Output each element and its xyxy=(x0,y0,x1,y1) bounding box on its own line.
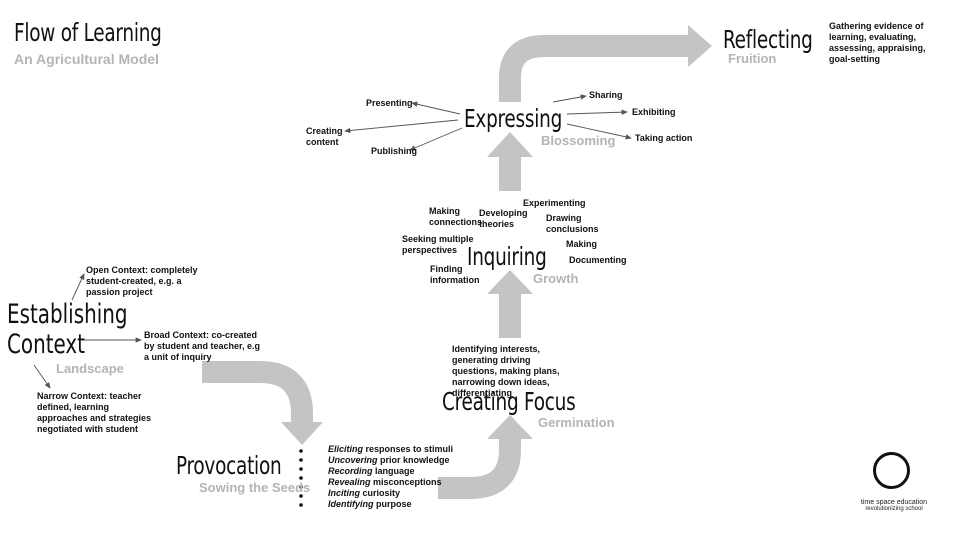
inquiring-making: Making xyxy=(566,239,598,249)
pointer-sharing xyxy=(552,94,587,103)
logo-circle-icon xyxy=(873,452,910,489)
stage-provocation-title: Provocation xyxy=(176,451,282,480)
provocation-dots xyxy=(299,449,303,507)
stage-establishing-title-line2: Context xyxy=(7,329,85,360)
flow-arrow-inquiring-to-expressing xyxy=(499,155,521,191)
stage-expressing-subtitle: Blossoming xyxy=(541,133,616,148)
provocation-item: Recording language xyxy=(328,466,453,477)
flow-arrowhead-provocation xyxy=(281,422,323,445)
stage-creating-focus-title: Creating Focus xyxy=(442,387,576,416)
pointer-exhibiting xyxy=(566,109,628,115)
inquiring-making-connections: Making connections xyxy=(429,206,483,227)
flow-arrow-focus-to-inquiring xyxy=(499,292,521,338)
expressing-publishing: Publishing xyxy=(371,146,417,156)
provocation-list: Eliciting responses to stimuli Uncoverin… xyxy=(328,444,453,509)
provocation-text: responses to stimuli xyxy=(363,444,454,454)
provocation-text: curiosity xyxy=(360,487,401,498)
expressing-presenting: Presenting xyxy=(366,98,413,108)
open-context-note: Open Context: completely student-created… xyxy=(86,265,198,297)
logo-line2: revolutionizing school xyxy=(865,506,923,512)
inquiring-seeking-perspectives: Seeking multiple perspectives xyxy=(402,234,474,255)
flow-arrowhead-inquiring xyxy=(487,270,533,294)
flow-arrow-expressing-to-reflecting xyxy=(499,35,690,102)
provocation-verb: Uncovering xyxy=(328,454,378,465)
provocation-text: purpose xyxy=(373,498,412,509)
provocation-verb: Recording xyxy=(328,465,373,476)
stage-establishing-subtitle: Landscape xyxy=(56,361,124,376)
inquiring-finding-information: Finding information xyxy=(430,264,480,285)
inquiring-documenting: Documenting xyxy=(569,255,627,265)
expressing-taking-action: Taking action xyxy=(635,133,693,143)
provocation-verb: Identifying xyxy=(328,498,374,509)
provocation-text: misconceptions xyxy=(370,476,442,487)
flow-arrowhead-expressing xyxy=(487,132,533,157)
flow-arrowhead-reflecting xyxy=(688,25,712,67)
broad-context-note: Broad Context: co-created by student and… xyxy=(144,330,261,362)
provocation-item: Inciting curiosity xyxy=(328,488,453,499)
flow-arrowhead-focus xyxy=(487,415,533,439)
provocation-text: prior knowledge xyxy=(377,454,450,465)
narrow-context-note: Narrow Context: teacher defined, learnin… xyxy=(37,391,152,434)
inquiring-experimenting: Experimenting xyxy=(523,198,586,208)
stage-reflecting-subtitle: Fruition xyxy=(728,51,777,66)
provocation-verb: Inciting xyxy=(328,487,360,498)
stage-inquiring-subtitle: Growth xyxy=(533,271,579,286)
stage-creating-focus-subtitle: Germination xyxy=(538,415,615,430)
flow-arrow-context-to-provocation xyxy=(202,361,313,424)
expressing-creating-content: Creating content xyxy=(306,126,343,147)
provocation-item: Eliciting responses to stimuli xyxy=(328,444,453,455)
pointer-presenting xyxy=(411,101,461,115)
flow-arrow-provocation-to-focus xyxy=(438,437,521,499)
pointer-narrow-context xyxy=(33,364,51,389)
provocation-verb: Revealing xyxy=(328,476,371,487)
expressing-sharing: Sharing xyxy=(589,90,623,100)
stage-establishing-title-line1: Establishing xyxy=(7,299,128,330)
page-title: Flow of Learning xyxy=(14,18,162,47)
pointer-open-context xyxy=(71,273,85,301)
pointer-creating-content xyxy=(344,119,459,134)
stage-inquiring-title: Inquiring xyxy=(467,242,547,271)
page-subtitle: An Agricultural Model xyxy=(14,51,159,67)
creating-focus-note: Identifying interests, generating drivin… xyxy=(452,344,560,398)
provocation-item: Uncovering prior knowledge xyxy=(328,455,453,466)
inquiring-drawing-conclusions: Drawing conclusions xyxy=(546,213,599,234)
stage-reflecting-title: Reflecting xyxy=(723,25,813,54)
provocation-verb: Eliciting xyxy=(328,444,364,454)
provocation-text: language xyxy=(372,465,415,476)
inquiring-developing-theories: Developing theories xyxy=(479,208,528,229)
stage-expressing-title: Expressing xyxy=(464,104,563,133)
pointer-publishing xyxy=(409,127,463,151)
stage-provocation-subtitle: Sowing the Seeds xyxy=(199,480,311,495)
expressing-exhibiting: Exhibiting xyxy=(632,107,676,117)
pointer-taking-action xyxy=(566,123,632,140)
stage-establishing-title: Establishing Context xyxy=(7,300,128,360)
logo-line1: time space education xyxy=(860,499,928,506)
logo-text: time space education revolutionizing sch… xyxy=(852,499,936,512)
reflecting-note: Gathering evidence of learning, evaluati… xyxy=(829,21,926,64)
provocation-item: Identifying purpose xyxy=(328,499,453,510)
provocation-item: Revealing misconceptions xyxy=(328,477,453,488)
